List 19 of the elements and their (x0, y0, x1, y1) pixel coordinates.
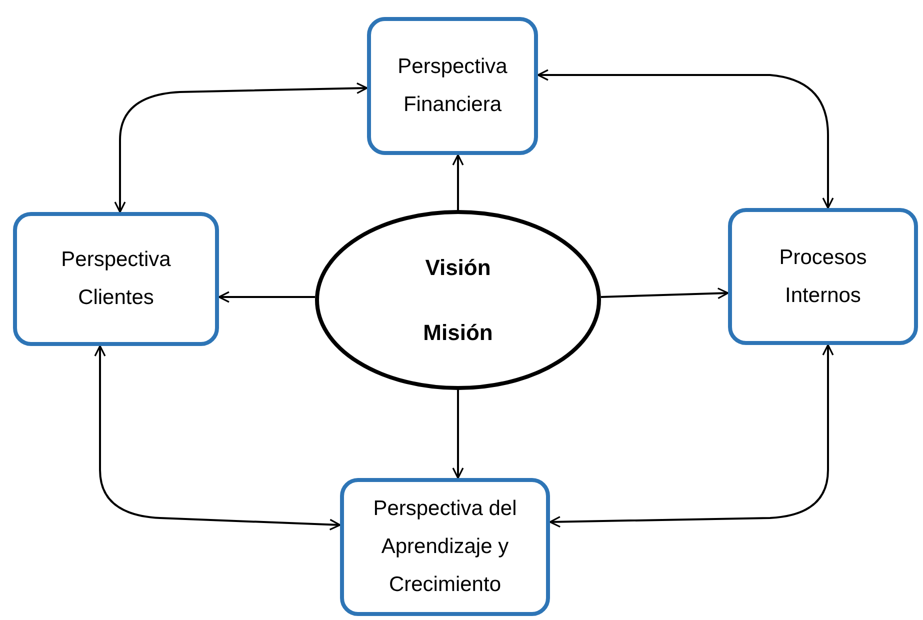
node-label: Perspectiva del Aprendizaje y Crecimiento (372, 496, 518, 598)
node-label: Procesos Internos (778, 244, 868, 308)
node-label: Misión (423, 319, 493, 347)
arrow (452, 390, 464, 479)
arrow (549, 344, 834, 528)
process-box (367, 17, 538, 155)
arrow (537, 69, 834, 209)
arrow (94, 345, 341, 530)
arrow (114, 82, 368, 213)
arrow (600, 288, 729, 300)
arrow (218, 291, 315, 303)
process-box (340, 478, 550, 616)
arrow (452, 154, 464, 210)
node-label: Perspectiva Clientes (60, 247, 172, 311)
process-box (728, 208, 918, 345)
node-label: Perspectiva Financiera (396, 54, 508, 118)
vision-ellipse (315, 210, 601, 390)
node-label: Visión (425, 254, 491, 282)
process-box (13, 212, 219, 346)
